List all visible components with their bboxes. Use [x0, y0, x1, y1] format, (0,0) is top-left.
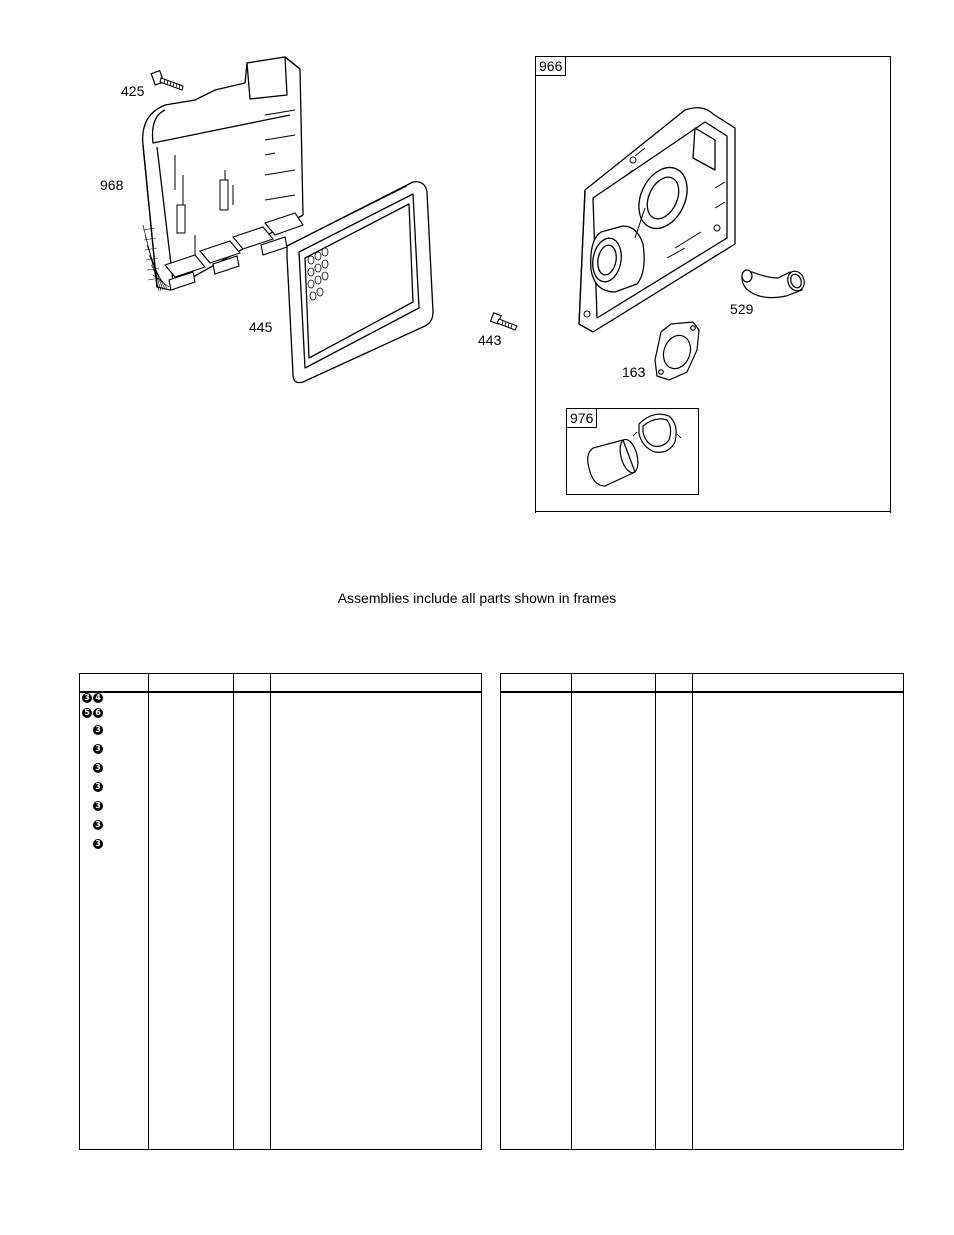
note-marker-icon: 3	[93, 763, 103, 773]
marker-row: 3	[93, 744, 103, 754]
marker-row: 3	[93, 820, 103, 830]
marker-row: 3	[93, 839, 103, 849]
parts-table-left-header	[80, 674, 481, 693]
frame-966-label: 966	[536, 57, 567, 76]
parts-table-right-col-4	[692, 674, 693, 1149]
air-filter-445-drawing	[286, 181, 434, 384]
note-marker-icon: 3	[93, 839, 103, 849]
note-marker-icon: 3	[93, 782, 103, 792]
bolt-425-drawing	[150, 69, 184, 91]
note-marker-icon: 3	[93, 725, 103, 735]
marker-row: 3	[93, 725, 103, 735]
note-marker-icon: 6	[93, 708, 103, 718]
assemblies-caption: Assemblies include all parts shown in fr…	[337, 590, 617, 606]
callout-529: 529	[730, 301, 754, 317]
callout-443: 443	[478, 332, 502, 348]
air-cleaner-adapter-966-drawing	[578, 107, 736, 333]
parts-table-right-col-3	[655, 674, 656, 1149]
callout-445: 445	[249, 319, 273, 335]
parts-table-left-col-2	[148, 674, 149, 1149]
frame-966-bottom-edge	[535, 511, 890, 512]
marker-row: 3	[93, 763, 103, 773]
bolt-443-drawing	[489, 312, 518, 331]
parts-table-right	[500, 673, 904, 1150]
callout-968: 968	[100, 177, 124, 193]
gasket-163-drawing	[654, 321, 700, 381]
note-marker-icon: 3	[93, 744, 103, 754]
parts-table-left-col-4	[270, 674, 271, 1149]
note-marker-icon: 3	[93, 801, 103, 811]
air-cleaner-base-968-drawing	[142, 56, 304, 292]
marker-row: 3	[93, 782, 103, 792]
note-marker-icon: 4	[93, 693, 103, 703]
note-marker-icon: 3	[93, 820, 103, 830]
parts-table-right-col-2	[571, 674, 572, 1149]
precleaner-976-drawing	[587, 413, 682, 487]
marker-row: 3	[93, 801, 103, 811]
note-marker-icon: 5	[82, 708, 92, 718]
note-marker-icon: 3	[82, 693, 92, 703]
frame-976-label: 976	[567, 409, 598, 428]
assembly-frame-966: 966	[535, 56, 891, 513]
elbow-tube-529-drawing	[741, 269, 805, 299]
callout-163: 163	[622, 364, 646, 380]
assembly-frame-976: 976	[566, 408, 699, 495]
parts-table-left-col-3	[233, 674, 234, 1149]
callout-425: 425	[121, 83, 145, 99]
parts-table-right-header	[501, 674, 903, 693]
